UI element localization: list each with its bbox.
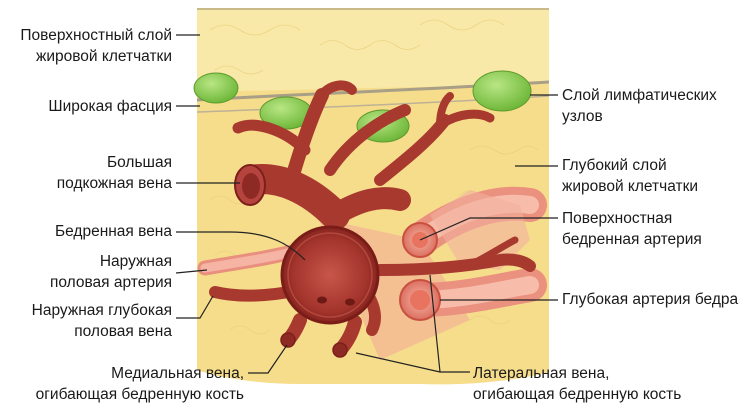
label-ext-deep-pudendal-vein: Наружная глубокая половая вена — [32, 300, 172, 342]
label-line: Наружная — [50, 251, 172, 272]
label-lateral-circumflex-vein: Латеральная вена, огибающая бедренную ко… — [473, 363, 681, 405]
label-line: половая вена — [32, 321, 172, 342]
label-line: жировой клетчатки — [20, 46, 172, 67]
label-line: Большая — [57, 152, 172, 173]
label-line: Широкая фасция — [48, 96, 172, 117]
lymph-node — [194, 73, 238, 103]
label-line: Медиальная вена, — [36, 363, 244, 384]
label-line: Бедренная вена — [55, 221, 172, 242]
label-line: Латеральная вена, — [473, 363, 681, 384]
label-line: половая артерия — [50, 272, 172, 293]
valve-dot — [345, 299, 355, 306]
label-line: узлов — [562, 106, 717, 127]
label-line: огибающая бедренную кость — [473, 384, 681, 405]
label-superficial-femoral-artery: Поверхностная бедренная артерия — [562, 208, 702, 250]
label-line: Глубокая артерия бедра — [562, 289, 738, 310]
label-line: Наружная глубокая — [32, 300, 172, 321]
label-ext-pudendal-artery: Наружная половая артерия — [50, 251, 172, 293]
label-great-saphenous: Большая подкожная вена — [57, 152, 172, 194]
label-medial-circumflex-vein: Медиальная вена, огибающая бедренную кос… — [36, 363, 244, 405]
label-line: Поверхностная — [562, 208, 702, 229]
vein-stump — [281, 333, 295, 347]
label-line: Слой лимфатических — [562, 85, 717, 106]
great-saphenous-vein-lumen — [235, 165, 265, 205]
label-line: огибающая бедренную кость — [36, 384, 244, 405]
lymph-node — [473, 71, 531, 111]
vein-stump — [333, 343, 347, 357]
label-lymph-node-layer: Слой лимфатических узлов — [562, 85, 717, 127]
label-deep-femoral-artery: Глубокая артерия бедра — [562, 289, 738, 310]
label-line: подкожная вена — [57, 173, 172, 194]
label-line: Глубокий слой — [562, 155, 698, 176]
label-superficial-fat: Поверхностный слой жировой клетчатки — [20, 25, 172, 67]
label-line: Поверхностный слой — [20, 25, 172, 46]
label-line: бедренная артерия — [562, 229, 702, 250]
label-femoral-vein: Бедренная вена — [55, 221, 172, 242]
femoral-vein-lumen — [282, 227, 378, 323]
label-deep-fat: Глубокий слой жировой клетчатки — [562, 155, 698, 197]
label-line: жировой клетчатки — [562, 176, 698, 197]
valve-dot — [317, 297, 327, 304]
label-fascia-lata: Широкая фасция — [48, 96, 172, 117]
